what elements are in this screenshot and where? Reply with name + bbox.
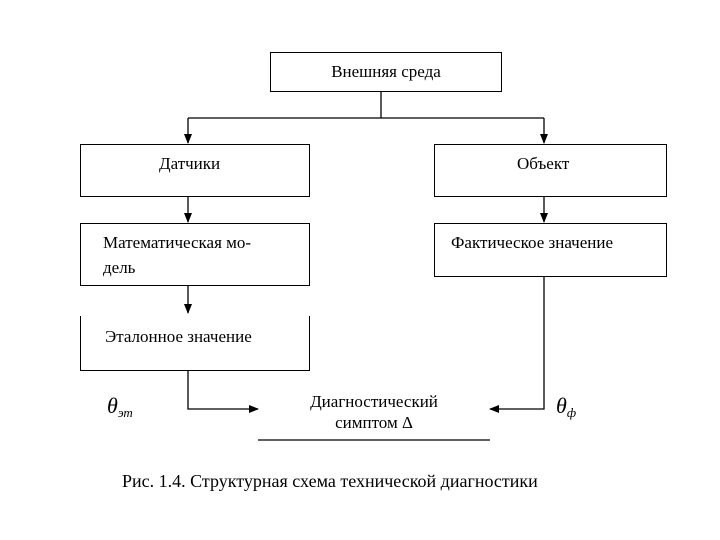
math-model-label-line2: дель [103,258,136,277]
object-label: Объект [517,154,570,173]
symptom-line1: Диагностический [310,392,438,411]
theta-reference-symbol: θэт [107,393,133,421]
actual-value-box: Фактическое значение [434,223,667,277]
symptom-line2: симптом Δ [335,413,413,432]
external-environment-label: Внешняя среда [331,62,441,81]
reference-value-box: Эталонное значение [80,316,310,371]
figure-caption: Рис. 1.4. Структурная схема технической … [122,471,538,491]
reference-value-label: Эталонное значение [105,327,252,346]
diagnostic-symptom-label: Диагностический симптом Δ [262,391,486,433]
arrow-reference-symptom [187,370,259,413]
math-model-label-line1: Математическая мо- [103,233,252,252]
math-model-box: Математическая мо- дель [80,223,310,286]
arrow-actual-symptom [489,276,545,413]
actual-value-label: Фактическое значение [451,233,614,252]
sensors-label: Датчики [159,154,221,173]
theta-actual-symbol: θф [556,393,577,421]
external-environment-box: Внешняя среда [270,52,502,92]
object-box: Объект [434,144,667,197]
sensors-box: Датчики [80,144,310,197]
